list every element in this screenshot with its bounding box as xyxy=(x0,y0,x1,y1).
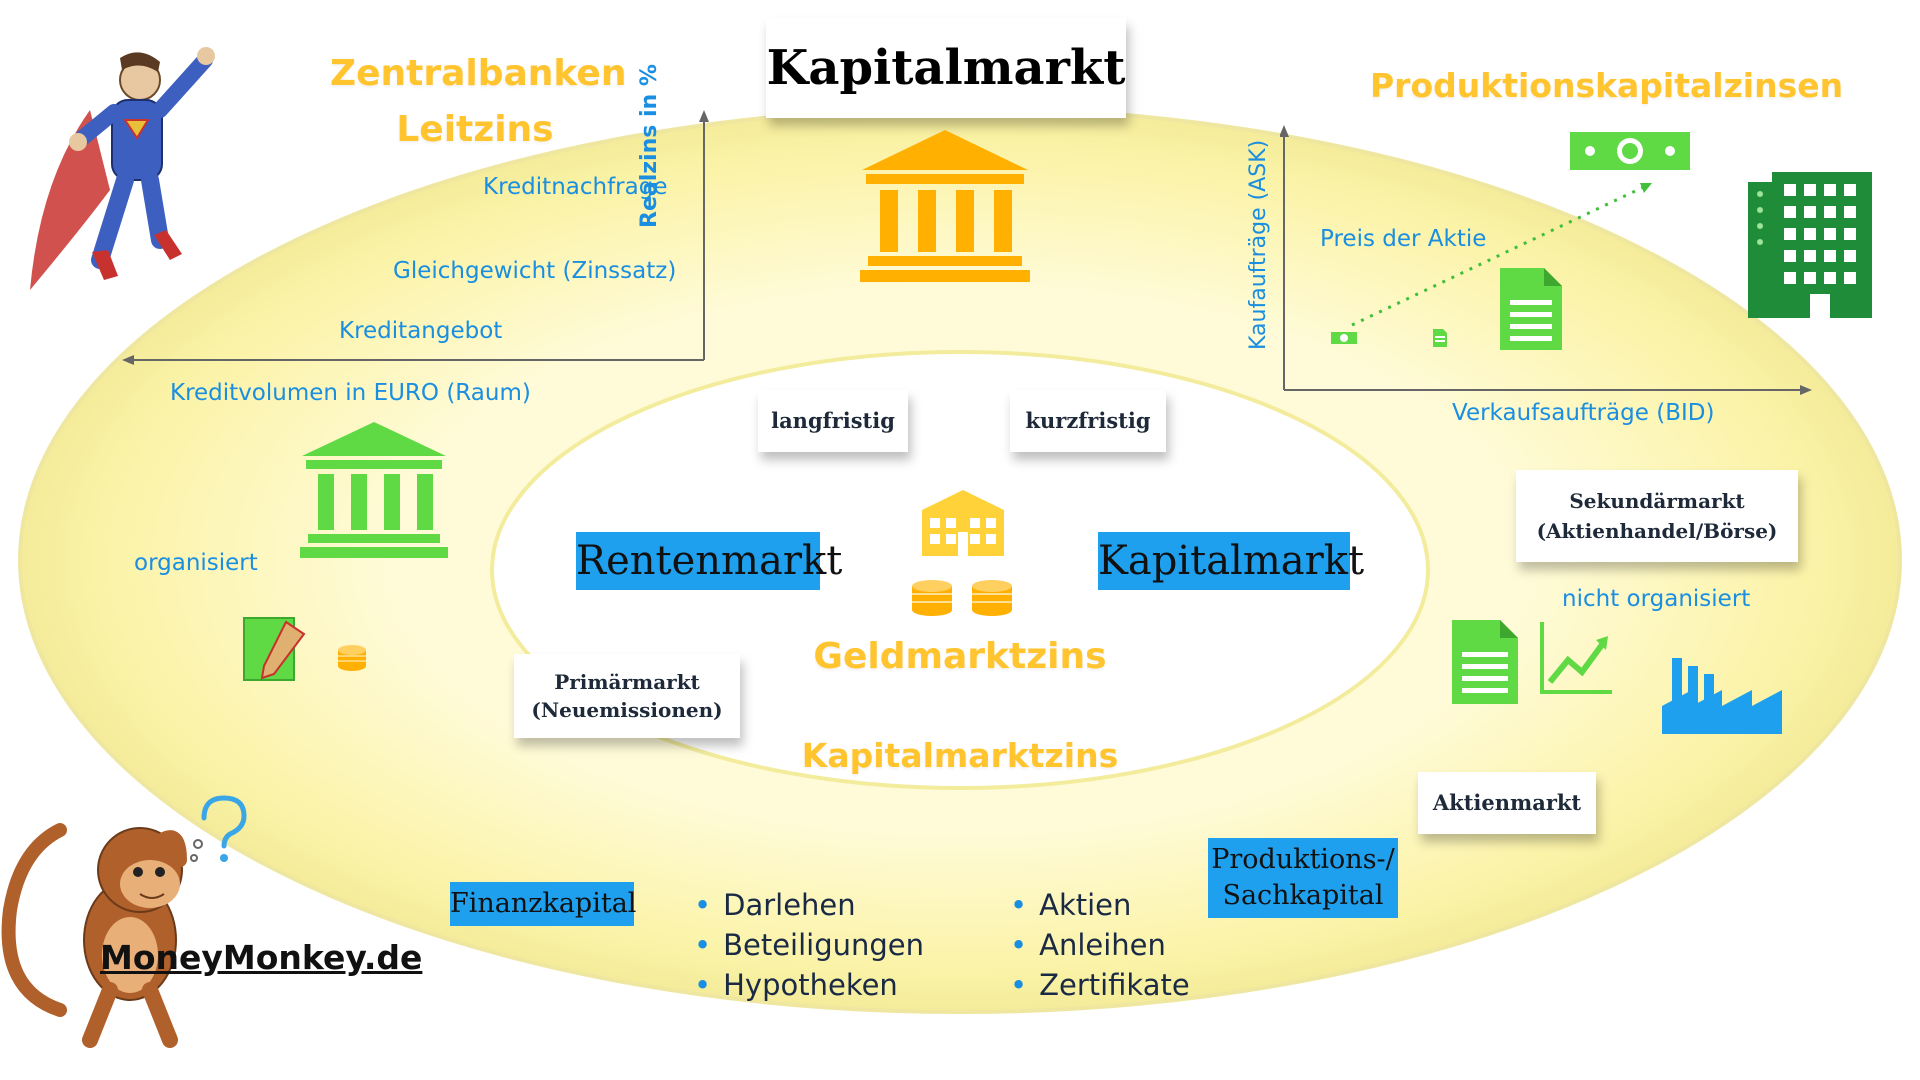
sachkapital-list: •Aktien •Anleihen •Zertifikate xyxy=(1010,885,1190,1005)
geldmarktzins-label: Geldmarktzins xyxy=(813,636,1107,677)
institution-building-icon xyxy=(922,490,1004,556)
kapitalmarktzins-label: Kapitalmarktzins xyxy=(801,736,1119,775)
superhero-illustration xyxy=(30,47,215,290)
money-icon-small xyxy=(1331,332,1357,344)
right-chart-ylabel: Kaufaufträge (ASK) xyxy=(1246,139,1271,350)
left-chart-axes xyxy=(122,110,709,365)
question-mark-icon xyxy=(190,795,247,862)
organisiert-label: organisiert xyxy=(134,550,258,576)
kreditangebot-label: Kreditangebot xyxy=(339,318,503,344)
zentralbanken-line2: Leitzins xyxy=(396,109,554,150)
page-title: Kapitalmarkt xyxy=(766,40,1126,96)
money-icon-large xyxy=(1570,132,1690,170)
coins-icon-left xyxy=(912,580,952,616)
coins-icon-small xyxy=(338,645,366,671)
kurzfristig-label: kurzfristig xyxy=(1025,408,1151,433)
bank-icon-orange xyxy=(860,130,1030,282)
coins-icon-right xyxy=(972,580,1012,616)
verkaufsauftraege-label: Verkaufsaufträge (BID) xyxy=(1452,400,1715,426)
kreditnachfrage-label: Kreditnachfrage xyxy=(483,174,668,200)
produktions-sachkapital-box: Produktions-/ Sachkapital xyxy=(1208,838,1398,918)
gleichgewicht-label: Gleichgewicht (Zinssatz) xyxy=(393,258,677,284)
list-item: •Zertifikate xyxy=(1010,968,1190,1002)
langfristig-label: langfristig xyxy=(771,408,895,433)
produktionskapitalzinsen-title: Produktionskapitalzinsen xyxy=(1370,66,1844,105)
preis-label: Preis der Aktie xyxy=(1320,226,1487,252)
rentenmarkt-box: Rentenmarkt xyxy=(576,532,842,590)
zentralbanken-line1: Zentralbanken xyxy=(330,53,627,94)
aktienmarkt-card: Aktienmarkt xyxy=(1418,772,1596,834)
bank-icon-green xyxy=(300,422,448,558)
list-item: •Darlehen xyxy=(694,888,856,922)
brand-logo-text[interactable]: MoneyMonkey.de xyxy=(100,938,423,977)
primaermarkt-line1: Primärmarkt xyxy=(554,670,700,694)
factory-icon xyxy=(1662,658,1782,734)
kreditvolumen-label: Kreditvolumen in EURO (Raum) xyxy=(170,380,531,406)
list-item: •Aktien xyxy=(1010,888,1132,922)
kurzfristig-card: kurzfristig xyxy=(1010,390,1166,452)
aktienmarkt-label: Aktienmarkt xyxy=(1432,790,1582,815)
list-item: •Hypotheken xyxy=(694,968,898,1002)
right-chart-axes xyxy=(1280,125,1812,395)
list-item: •Beteiligungen xyxy=(694,928,925,962)
title-card: Kapitalmarkt xyxy=(766,18,1126,118)
office-building-icon xyxy=(1748,172,1872,318)
sekundaermarkt-line1: Sekundärmarkt xyxy=(1569,489,1745,513)
monkey-mascot-illustration xyxy=(1,823,187,1048)
document-icon-small xyxy=(1433,329,1447,347)
list-item: •Anleihen xyxy=(1010,928,1166,962)
finanzkapital-box: Finanzkapital xyxy=(450,882,636,926)
produktions-line1: Produktions-/ xyxy=(1211,844,1395,875)
langfristig-card: langfristig xyxy=(758,390,908,452)
finanzkapital-list: •Darlehen •Beteiligungen •Hypotheken xyxy=(694,885,924,1005)
kapitalmarkt-box: Kapitalmarkt xyxy=(1098,532,1364,590)
zentralbanken-title: Zentralbanken Leitzins xyxy=(330,46,627,158)
document-icon-right xyxy=(1452,620,1518,704)
primaermarkt-card: Primärmarkt (Neuemissionen) xyxy=(514,654,740,738)
contract-signing-icon xyxy=(243,617,306,681)
nicht-organisiert-label: nicht organisiert xyxy=(1562,586,1751,612)
sekundaermarkt-line2: (Aktienhandel/Börse) xyxy=(1536,519,1778,543)
sekundaermarkt-card: Sekundärmarkt (Aktienhandel/Börse) xyxy=(1516,470,1798,562)
primaermarkt-line2: (Neuemissionen) xyxy=(531,698,723,722)
produktions-line2: Sachkapital xyxy=(1222,880,1384,911)
chart-growth-icon xyxy=(1540,622,1612,694)
document-icon-medium xyxy=(1500,268,1562,350)
